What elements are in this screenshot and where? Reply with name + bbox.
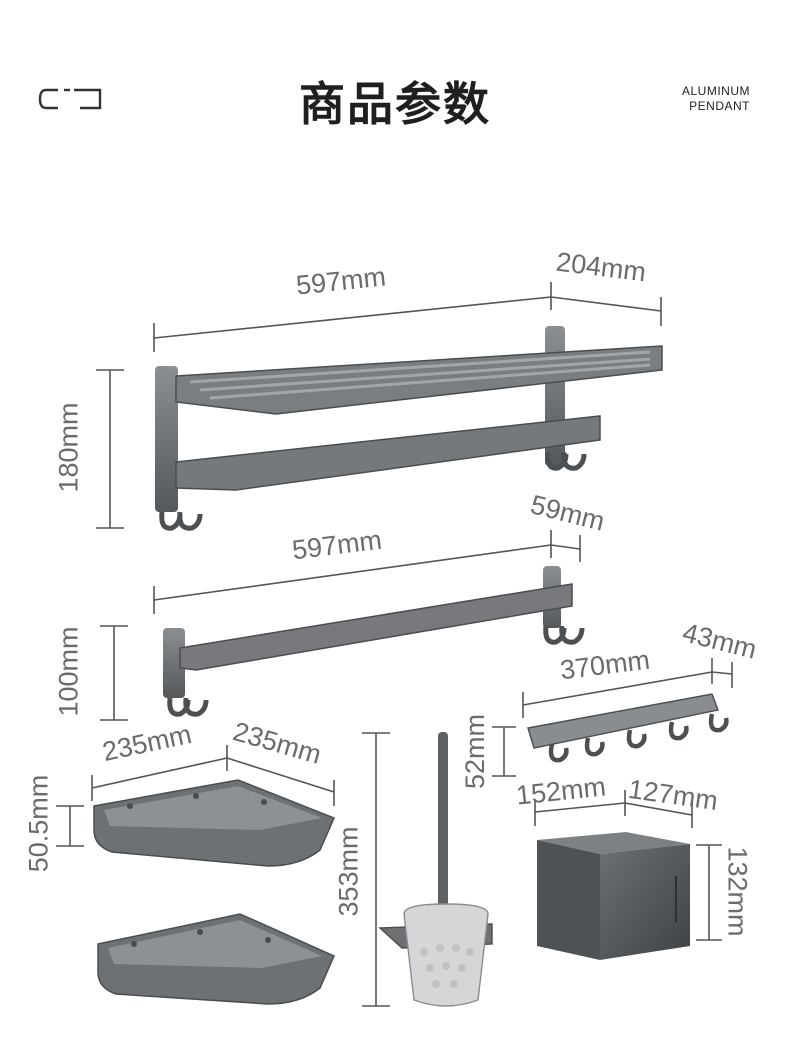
english-subtitle: ALUMINUM PENDANT: [682, 84, 750, 114]
bracket-logo-icon: [38, 88, 102, 110]
double-rack-dimension-lines: [96, 282, 662, 529]
towel-bar-height-label: 100mm: [53, 626, 84, 717]
toilet-brush: [362, 732, 493, 1007]
double-towel-rack: [96, 282, 663, 531]
toilet-brush-dimension-lines: [362, 732, 390, 1007]
double-rack-height-label: 180mm: [53, 402, 84, 493]
header: 商品参数 ALUMINUM PENDANT: [0, 0, 790, 150]
subtitle-line-2: PENDANT: [689, 99, 750, 113]
page-title: 商品参数: [299, 77, 491, 131]
towel-bar-dimension-lines: [100, 530, 581, 721]
tissue-box: [534, 790, 722, 960]
hook-rail: [492, 658, 733, 777]
tissue-box-dimension-lines: [534, 790, 722, 941]
hook-rail-height-label: 52mm: [460, 713, 491, 790]
toilet-brush-height-label: 353mm: [333, 826, 364, 917]
hook-rail-dimension-lines: [492, 658, 733, 777]
corner-shelves: [56, 745, 335, 1005]
subtitle-line-1: ALUMINUM: [681, 84, 750, 98]
single-towel-bar: [100, 530, 585, 721]
corner-shelf-dimension-lines: [56, 745, 335, 847]
corner-shelf-height-label: 50.5mm: [23, 774, 54, 873]
tissue-box-height-label: 132mm: [722, 846, 753, 937]
